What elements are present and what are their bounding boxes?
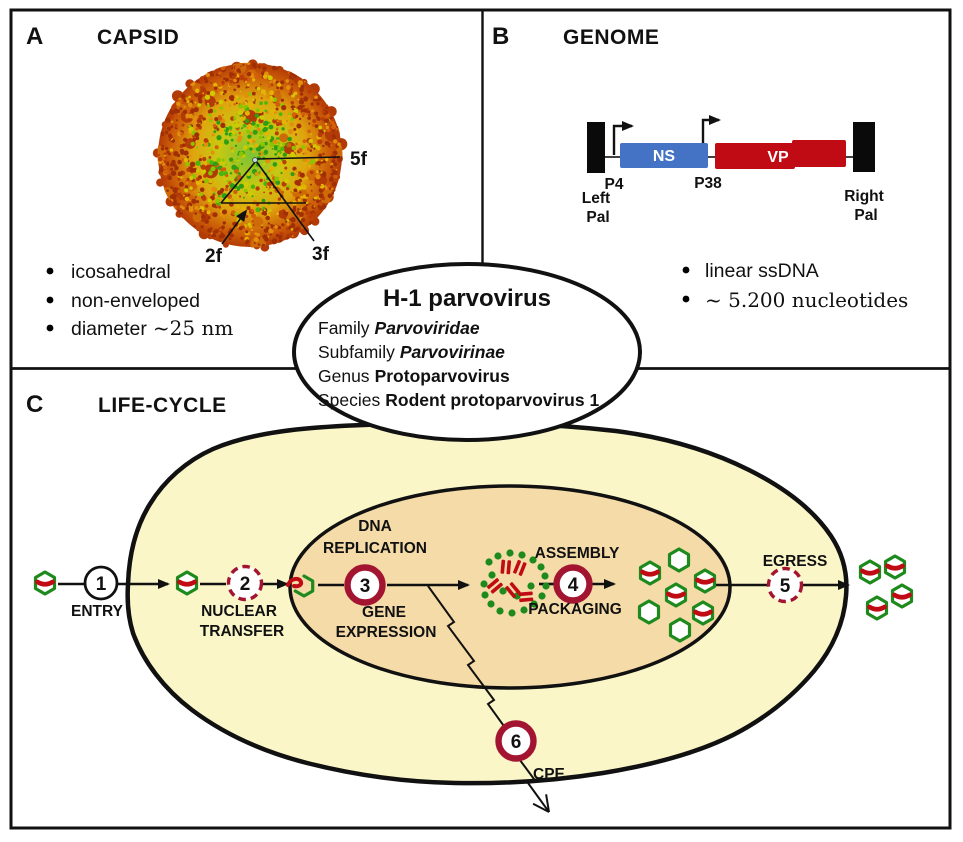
panel-c-letter: C	[26, 391, 43, 418]
panel-a-capsid: A CAPSID 5f 2f 3f icosahedral non-envelo…	[26, 23, 368, 340]
step-1-number: 1	[96, 574, 107, 595]
bullet-dot	[682, 266, 690, 274]
empty-capsid-icon	[667, 547, 691, 573]
nucleus	[288, 484, 732, 690]
genome-bullet-list: linear ssDNA ~ 5.200 nucleotides	[682, 260, 908, 312]
virion-icon	[694, 602, 713, 624]
panel-a-letter: A	[26, 23, 43, 50]
three-fold-label: 3f	[312, 244, 330, 265]
step-6-number: 6	[511, 732, 522, 753]
bullet-dot	[46, 324, 54, 332]
step-1-circle	[83, 565, 119, 601]
assembly-label: ASSEMBLY	[535, 545, 620, 562]
virion-icon	[696, 570, 715, 592]
empty-capsid-icon	[637, 599, 661, 625]
genome-bullet-2: ~ 5.200 nucleotides	[705, 288, 908, 312]
left-pal-label-1: Left	[582, 190, 610, 207]
step-5-number: 5	[780, 576, 791, 597]
step-2-number: 2	[240, 574, 251, 595]
genome-bullet-1: linear ssDNA	[705, 260, 819, 282]
uncoated-genome-icon	[286, 574, 315, 598]
taxonomy-ellipse-shape	[292, 262, 642, 442]
ns-gene-label: NS	[653, 148, 676, 165]
panel-b-letter: B	[492, 23, 509, 50]
virion-icon	[178, 572, 197, 594]
p4-label: P4	[605, 176, 624, 193]
virion-icon	[667, 584, 686, 606]
panel-c-title: LIFE-CYCLE	[98, 394, 227, 417]
cpe-zigzag-arrow	[427, 585, 550, 813]
capsid-bullet-2: non-enveloped	[71, 290, 200, 312]
virion-icon	[641, 562, 660, 584]
right-pal-label-2: Pal	[854, 207, 877, 224]
lifecycle-arrows	[58, 579, 850, 590]
lifecycle-step-labels: ENTRY NUCLEAR TRANSFER DNA REPLICATION G…	[71, 518, 827, 783]
step-3-number: 3	[360, 576, 371, 597]
vp-gene-box	[715, 143, 795, 169]
panel-c-lifecycle: C LIFE-CYCLE	[26, 391, 912, 813]
gene-expression-label-2: EXPRESSION	[336, 624, 437, 641]
released-virions	[861, 556, 912, 619]
p38-label: P38	[694, 175, 722, 192]
vp-gene-label: VP	[767, 149, 789, 166]
gene-expression-label-1: GENE	[362, 604, 406, 621]
nuclear-transfer-label-2: TRANSFER	[200, 623, 284, 640]
egress-label: EGRESS	[763, 553, 828, 570]
bullet-dot	[46, 267, 54, 275]
packaging-label: PACKAGING	[528, 601, 622, 618]
five-fold-axis-dot	[252, 157, 258, 163]
step-4-number: 4	[568, 575, 579, 596]
p4-promoter-arrow	[612, 121, 634, 155]
figure-border	[9, 8, 952, 830]
capsid-structure-image	[152, 59, 348, 252]
virion-icon	[868, 597, 887, 619]
cpe-label: CPE	[533, 766, 565, 783]
empty-capsid-icon	[668, 617, 692, 643]
genome-map: NS VP P4 P38 Left Pal Right Pal	[582, 115, 884, 226]
virion-icon	[893, 585, 912, 607]
panel-b-genome: B GENOME NS VP P4 P38 Left Pal Right Pal…	[492, 23, 908, 312]
virion-icon	[36, 572, 55, 594]
capsid-symmetry-annotations: 5f 2f 3f	[205, 149, 368, 267]
lifecycle-steps: 1 2 3 4 5 6	[83, 564, 804, 762]
bullet-dot	[46, 296, 54, 304]
bullet-dot	[682, 295, 690, 303]
p38-promoter-arrow	[701, 115, 721, 153]
dna-replication-label-1: DNA	[358, 518, 392, 535]
step-3-circle	[344, 564, 386, 606]
step-6-circle	[495, 720, 537, 762]
two-fold-label: 2f	[205, 246, 223, 267]
left-pal-label-2: Pal	[586, 209, 609, 226]
step-2-circle	[226, 564, 264, 602]
right-palindrome-box	[853, 122, 875, 172]
entry-label: ENTRY	[71, 603, 124, 620]
right-pal-label-1: Right	[844, 188, 884, 205]
panel-b-title: GENOME	[563, 26, 659, 49]
vp-gene-box-2	[792, 140, 846, 167]
ns-gene-box	[620, 143, 708, 168]
virion-icon	[886, 556, 905, 578]
two-fold-arrow	[221, 209, 248, 245]
virion-icon	[861, 561, 880, 583]
taxonomy-title: H-1 parvovirus	[383, 285, 551, 312]
virus-particles	[36, 547, 912, 643]
capsid-bullet-1: icosahedral	[71, 261, 171, 283]
left-palindrome-box	[587, 122, 605, 173]
step-5-circle	[766, 566, 804, 604]
capsid-bullet-list: icosahedral non-enveloped diameter~25 nm	[46, 261, 233, 340]
nuclear-transfer-label-1: NUCLEAR	[201, 603, 277, 620]
dna-replication-label-2: REPLICATION	[323, 540, 427, 557]
viral-proteins-and-genomes-cluster	[480, 549, 550, 617]
capsid-bullet-3: diameter~25 nm	[71, 316, 233, 340]
step-4-circle	[553, 564, 593, 604]
panel-a-title: CAPSID	[97, 26, 179, 49]
five-fold-label: 5f	[350, 149, 368, 170]
